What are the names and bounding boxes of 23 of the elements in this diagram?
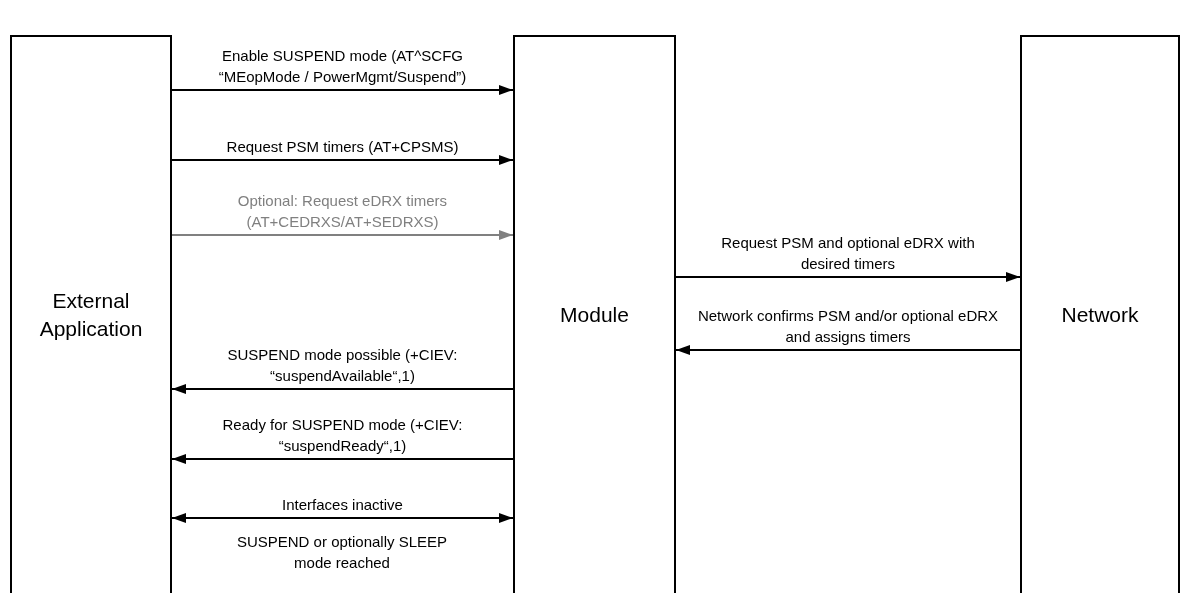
edge-label: Ready for SUSPEND mode (+CIEV: “suspendReady“,1) (221, 415, 464, 456)
message-arrow (171, 230, 514, 240)
message-arrow (171, 155, 514, 165)
lifeline-box (513, 35, 676, 593)
lifeline-box (1020, 35, 1180, 593)
edge-label: Optional: Request eDRX timers (AT+CEDRXS/AT+SEDRXS) (236, 191, 449, 232)
lifeline-name: Network (1060, 302, 1140, 328)
edge-label: Interfaces inactive (281, 495, 404, 515)
message-arrow (675, 345, 1021, 355)
message-arrow (171, 513, 514, 523)
message-arrow (171, 454, 514, 464)
lifeline-name: External Application (38, 288, 144, 342)
message-arrow (675, 272, 1021, 282)
message-arrow (171, 85, 514, 95)
edge-label: Request PSM timers (AT+CPSMS) (225, 137, 460, 157)
state-note: SUSPEND or optionally SLEEP mode reached (235, 532, 449, 573)
edge-label: Enable SUSPEND mode (AT^SCFG “MEopMode / PowerMgmt/Suspend”) (217, 46, 468, 87)
message-arrow (171, 384, 514, 394)
lifeline-name: Module (559, 302, 630, 328)
edge-label: SUSPEND mode possible (+CIEV: “suspendAvailable“,1) (226, 345, 459, 386)
edge-label: Network confirms PSM and/or optional eDRX and assigns timers (696, 306, 1000, 347)
lifeline-box (10, 35, 172, 593)
edge-label: Request PSM and optional eDRX with desired timers (720, 233, 976, 274)
